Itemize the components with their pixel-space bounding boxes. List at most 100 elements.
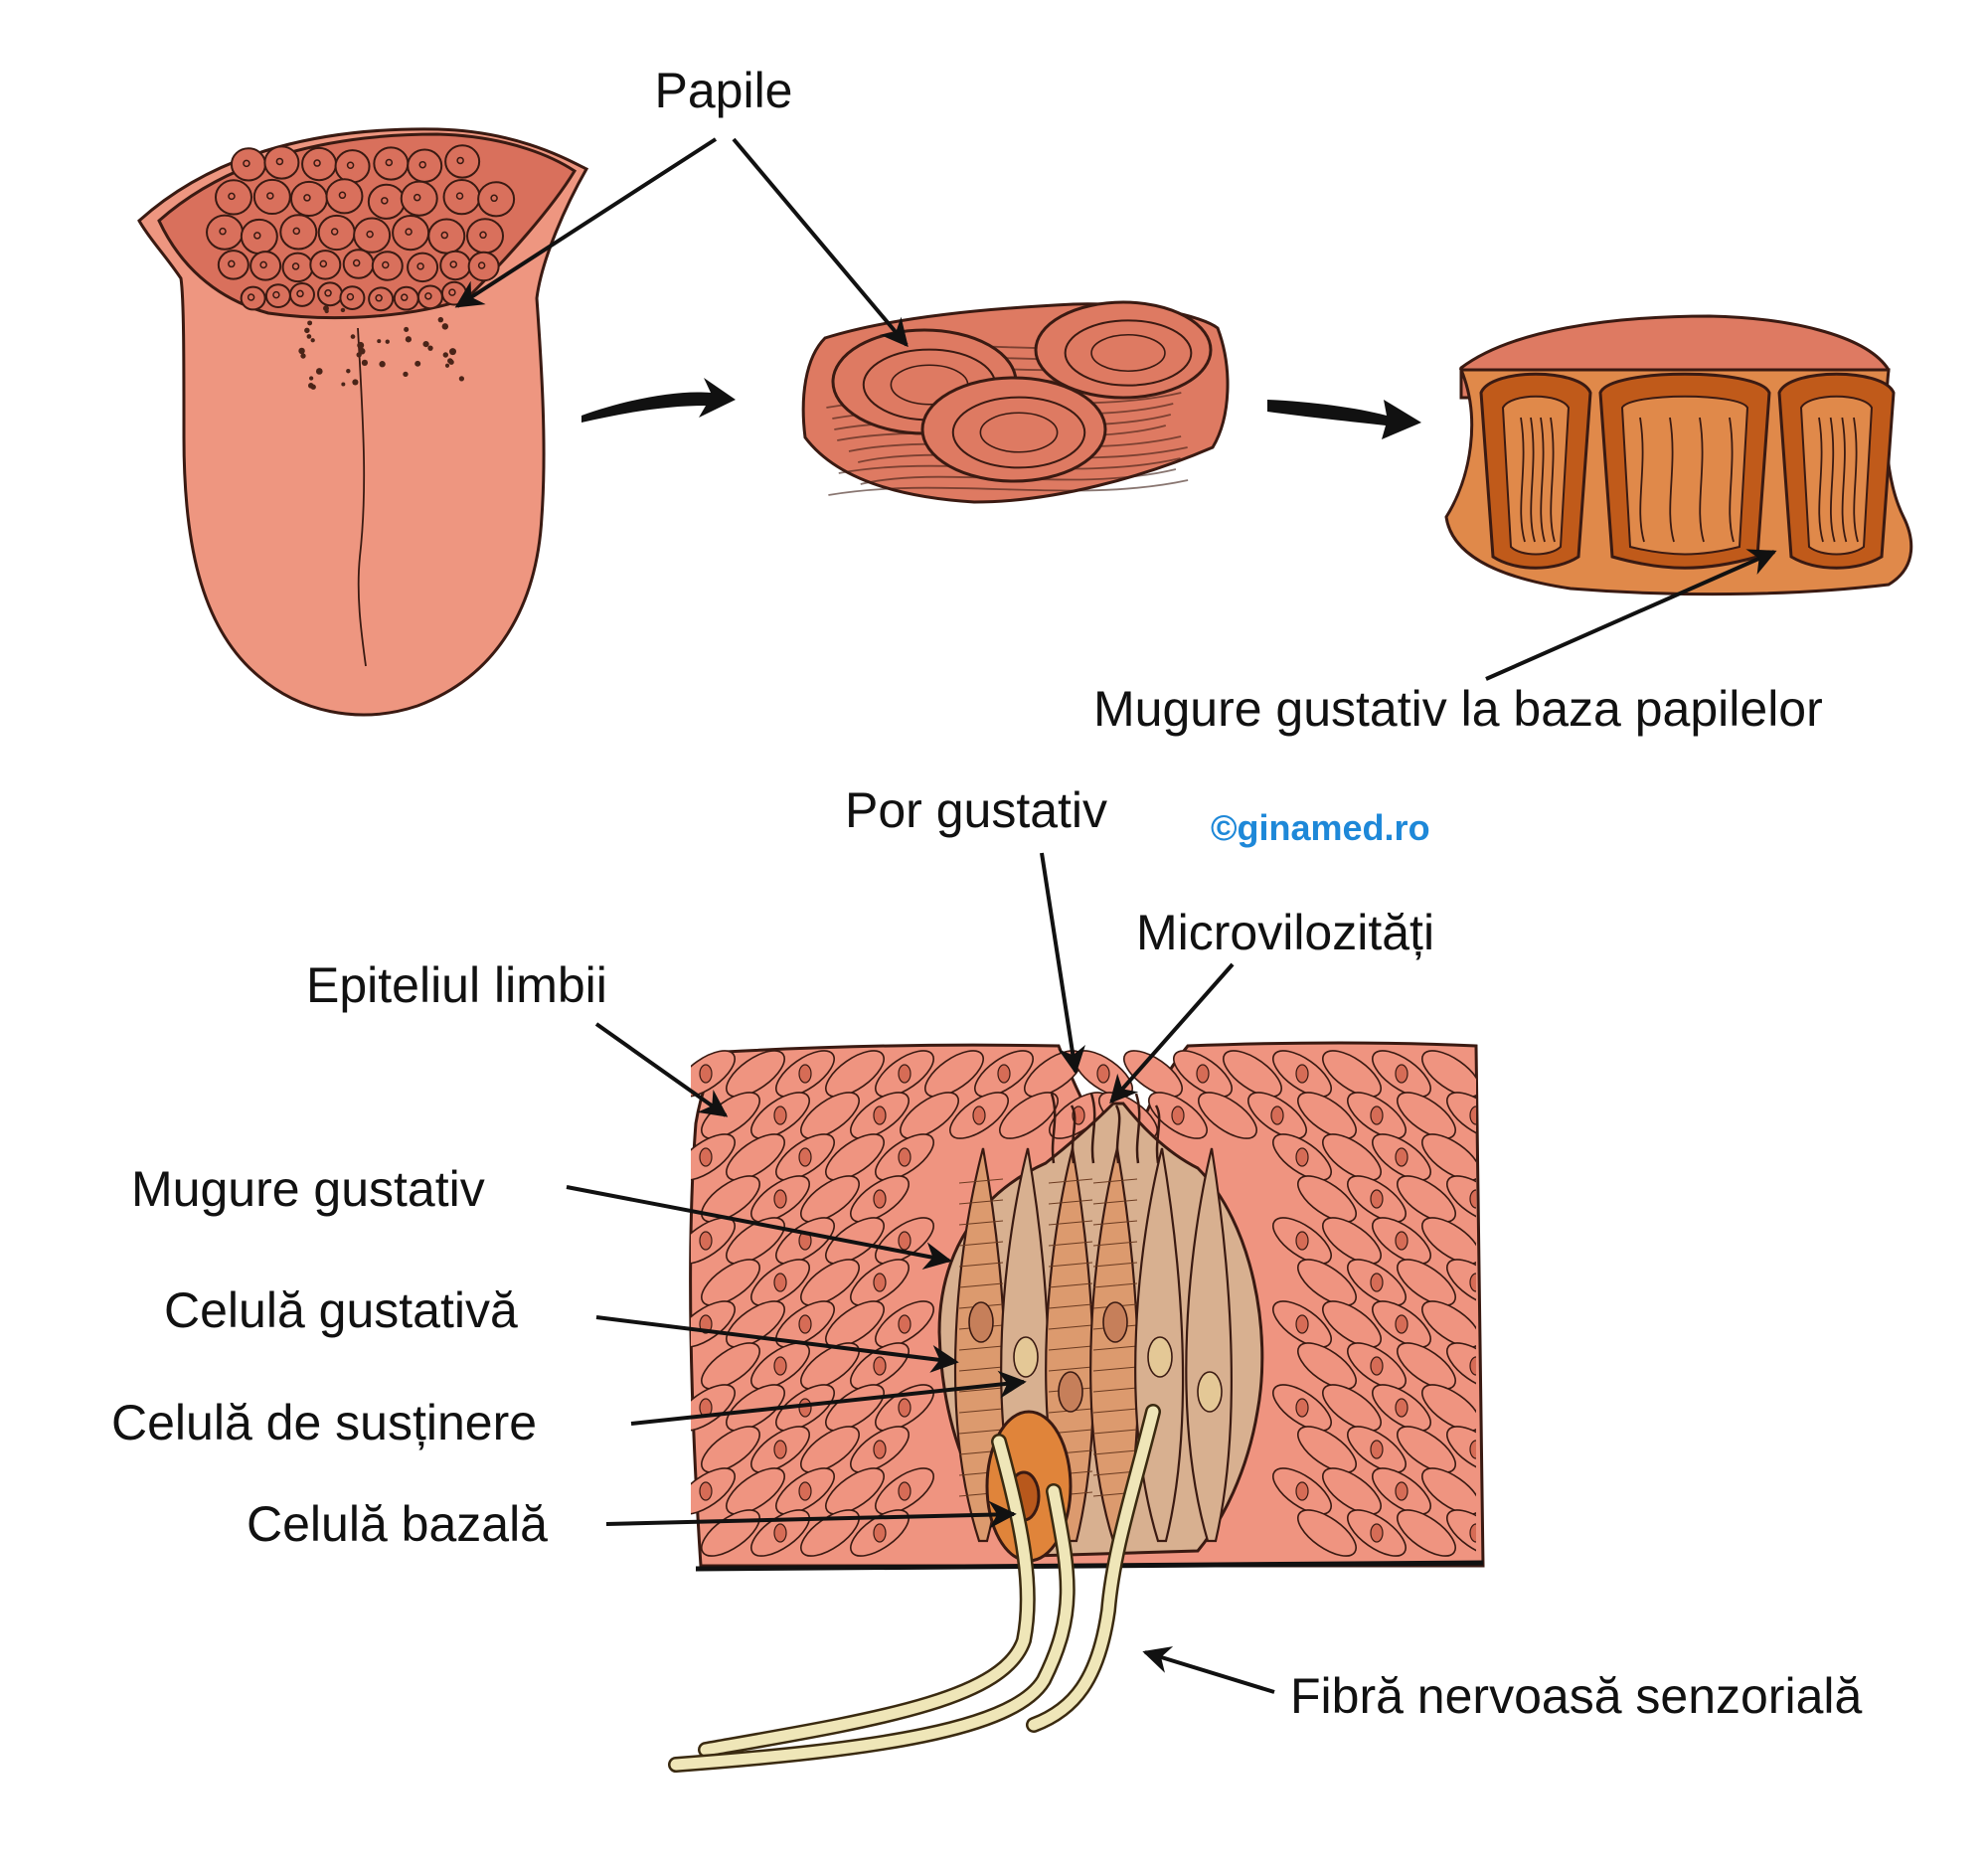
cell-nucleus <box>898 1398 911 1418</box>
epithelial-cell <box>1446 1259 1476 1306</box>
papilla-center <box>366 230 374 239</box>
epithelial-cell <box>1322 1300 1382 1348</box>
cell-nucleus <box>1171 1105 1185 1125</box>
papilla-center <box>303 194 311 202</box>
epithelial-cell <box>726 1384 785 1432</box>
surface-dot <box>308 376 314 381</box>
epithelial-cell <box>1123 1050 1183 1098</box>
label-celula-gustativa: Celulă gustativă <box>164 1282 518 1338</box>
epithelial-cell <box>800 1342 860 1390</box>
microvillus <box>1154 1105 1161 1164</box>
cell-striation <box>1092 1262 1138 1268</box>
surface-dot <box>323 305 329 312</box>
label-celula-sustinere: Celulă de susținere <box>111 1395 537 1450</box>
cell-nucleus <box>773 1105 787 1125</box>
papilla-trench <box>951 396 1086 469</box>
pointer-mugure-baza <box>1485 549 1777 681</box>
cell-nucleus <box>798 1147 812 1167</box>
papilla-fold-inner <box>1799 395 1874 556</box>
surface-dot <box>357 341 365 349</box>
cell-nucleus <box>1469 1189 1476 1209</box>
cell-nucleus <box>773 1523 787 1543</box>
papilla-center <box>338 191 347 200</box>
cell-nucleus <box>1058 1371 1083 1413</box>
surface-dot <box>441 323 449 330</box>
epithelial-cell <box>701 1259 760 1306</box>
epithelial-cell <box>1421 1300 1476 1348</box>
cell-striation <box>1048 1241 1093 1247</box>
watermark: ©ginamed.ro <box>1211 807 1430 848</box>
nerve-fiber <box>1028 1406 1159 1731</box>
cell-nucleus <box>1395 1398 1408 1418</box>
epithelial-cell <box>701 1342 760 1390</box>
cell-striation <box>958 1345 1004 1351</box>
tongue-surface-dots <box>298 305 465 390</box>
papilla <box>371 251 404 281</box>
papilla-center <box>455 192 464 200</box>
papilla <box>439 250 472 281</box>
epithelial-cell <box>701 1175 760 1223</box>
cell-nucleus <box>1197 1371 1223 1413</box>
papilla-center <box>330 228 339 236</box>
cell-nucleus <box>773 1356 787 1376</box>
papilla-center <box>292 227 301 236</box>
label-por-gustativ: Por gustativ <box>845 782 1107 838</box>
papilla <box>249 251 282 281</box>
surface-dot <box>361 359 369 366</box>
papilla-center <box>346 161 355 170</box>
fold-line <box>1829 417 1836 543</box>
surface-papilla <box>1034 300 1213 400</box>
epithelial-cell <box>1397 1092 1456 1139</box>
papilla <box>317 281 344 307</box>
pointer-lines <box>454 137 1777 1694</box>
epithelial-cell <box>800 1426 860 1473</box>
papilla-fold-inner <box>1620 395 1749 556</box>
surface-dot <box>341 382 346 387</box>
surface-papilla <box>920 376 1107 483</box>
cell-nucleus <box>1196 1064 1210 1084</box>
papilla-center <box>449 260 457 268</box>
cell-nucleus <box>1469 1440 1476 1459</box>
flow-arrow-1 <box>581 378 736 423</box>
cell-nucleus <box>1295 1147 1309 1167</box>
fold-line <box>1520 417 1526 543</box>
cell-nucleus <box>773 1440 787 1459</box>
nerve-fiber <box>670 1485 1074 1771</box>
cell-striation <box>1092 1408 1138 1414</box>
pointer-por-gustativ <box>1040 852 1085 1075</box>
surface-dot <box>358 347 366 355</box>
papilla-center <box>253 232 261 240</box>
surface-dot <box>315 368 323 375</box>
papilla <box>367 183 406 220</box>
surface-dot <box>442 352 448 358</box>
epithelial-cell <box>1397 1426 1456 1473</box>
cell-striation <box>958 1366 1004 1372</box>
epithelial-cell <box>1446 1342 1476 1390</box>
cell-nucleus <box>1469 1273 1476 1292</box>
cell-striation <box>1092 1429 1138 1435</box>
cell-nucleus <box>873 1523 887 1543</box>
papilla <box>339 285 366 310</box>
epithelial-cell <box>1446 1509 1476 1557</box>
taste-bud-cell <box>1185 1147 1233 1543</box>
surface-dot <box>304 327 310 334</box>
cell-striation <box>958 1408 1004 1414</box>
fold-line <box>1699 417 1705 543</box>
label-mugure-baza-papilelor: Mugure gustativ la baza papilelor <box>1093 681 1823 737</box>
fold-line <box>1818 417 1824 543</box>
cell-nucleus <box>1295 1481 1309 1501</box>
epithelial-cell <box>1297 1426 1357 1473</box>
cell-striation <box>1048 1282 1093 1288</box>
surface-dot <box>352 379 359 386</box>
flow-arrow-2 <box>1267 400 1421 439</box>
papillae-cross-section <box>1444 314 1913 596</box>
cell-nucleus <box>873 1189 887 1209</box>
papilla <box>444 144 481 179</box>
cell-nucleus <box>1295 1064 1309 1084</box>
microvillus <box>1050 1093 1057 1164</box>
cell-striation <box>1092 1387 1138 1393</box>
cell-nucleus <box>1395 1147 1408 1167</box>
surface-dot <box>448 359 454 365</box>
papilla-center <box>291 262 300 270</box>
papilla-center <box>490 194 498 203</box>
